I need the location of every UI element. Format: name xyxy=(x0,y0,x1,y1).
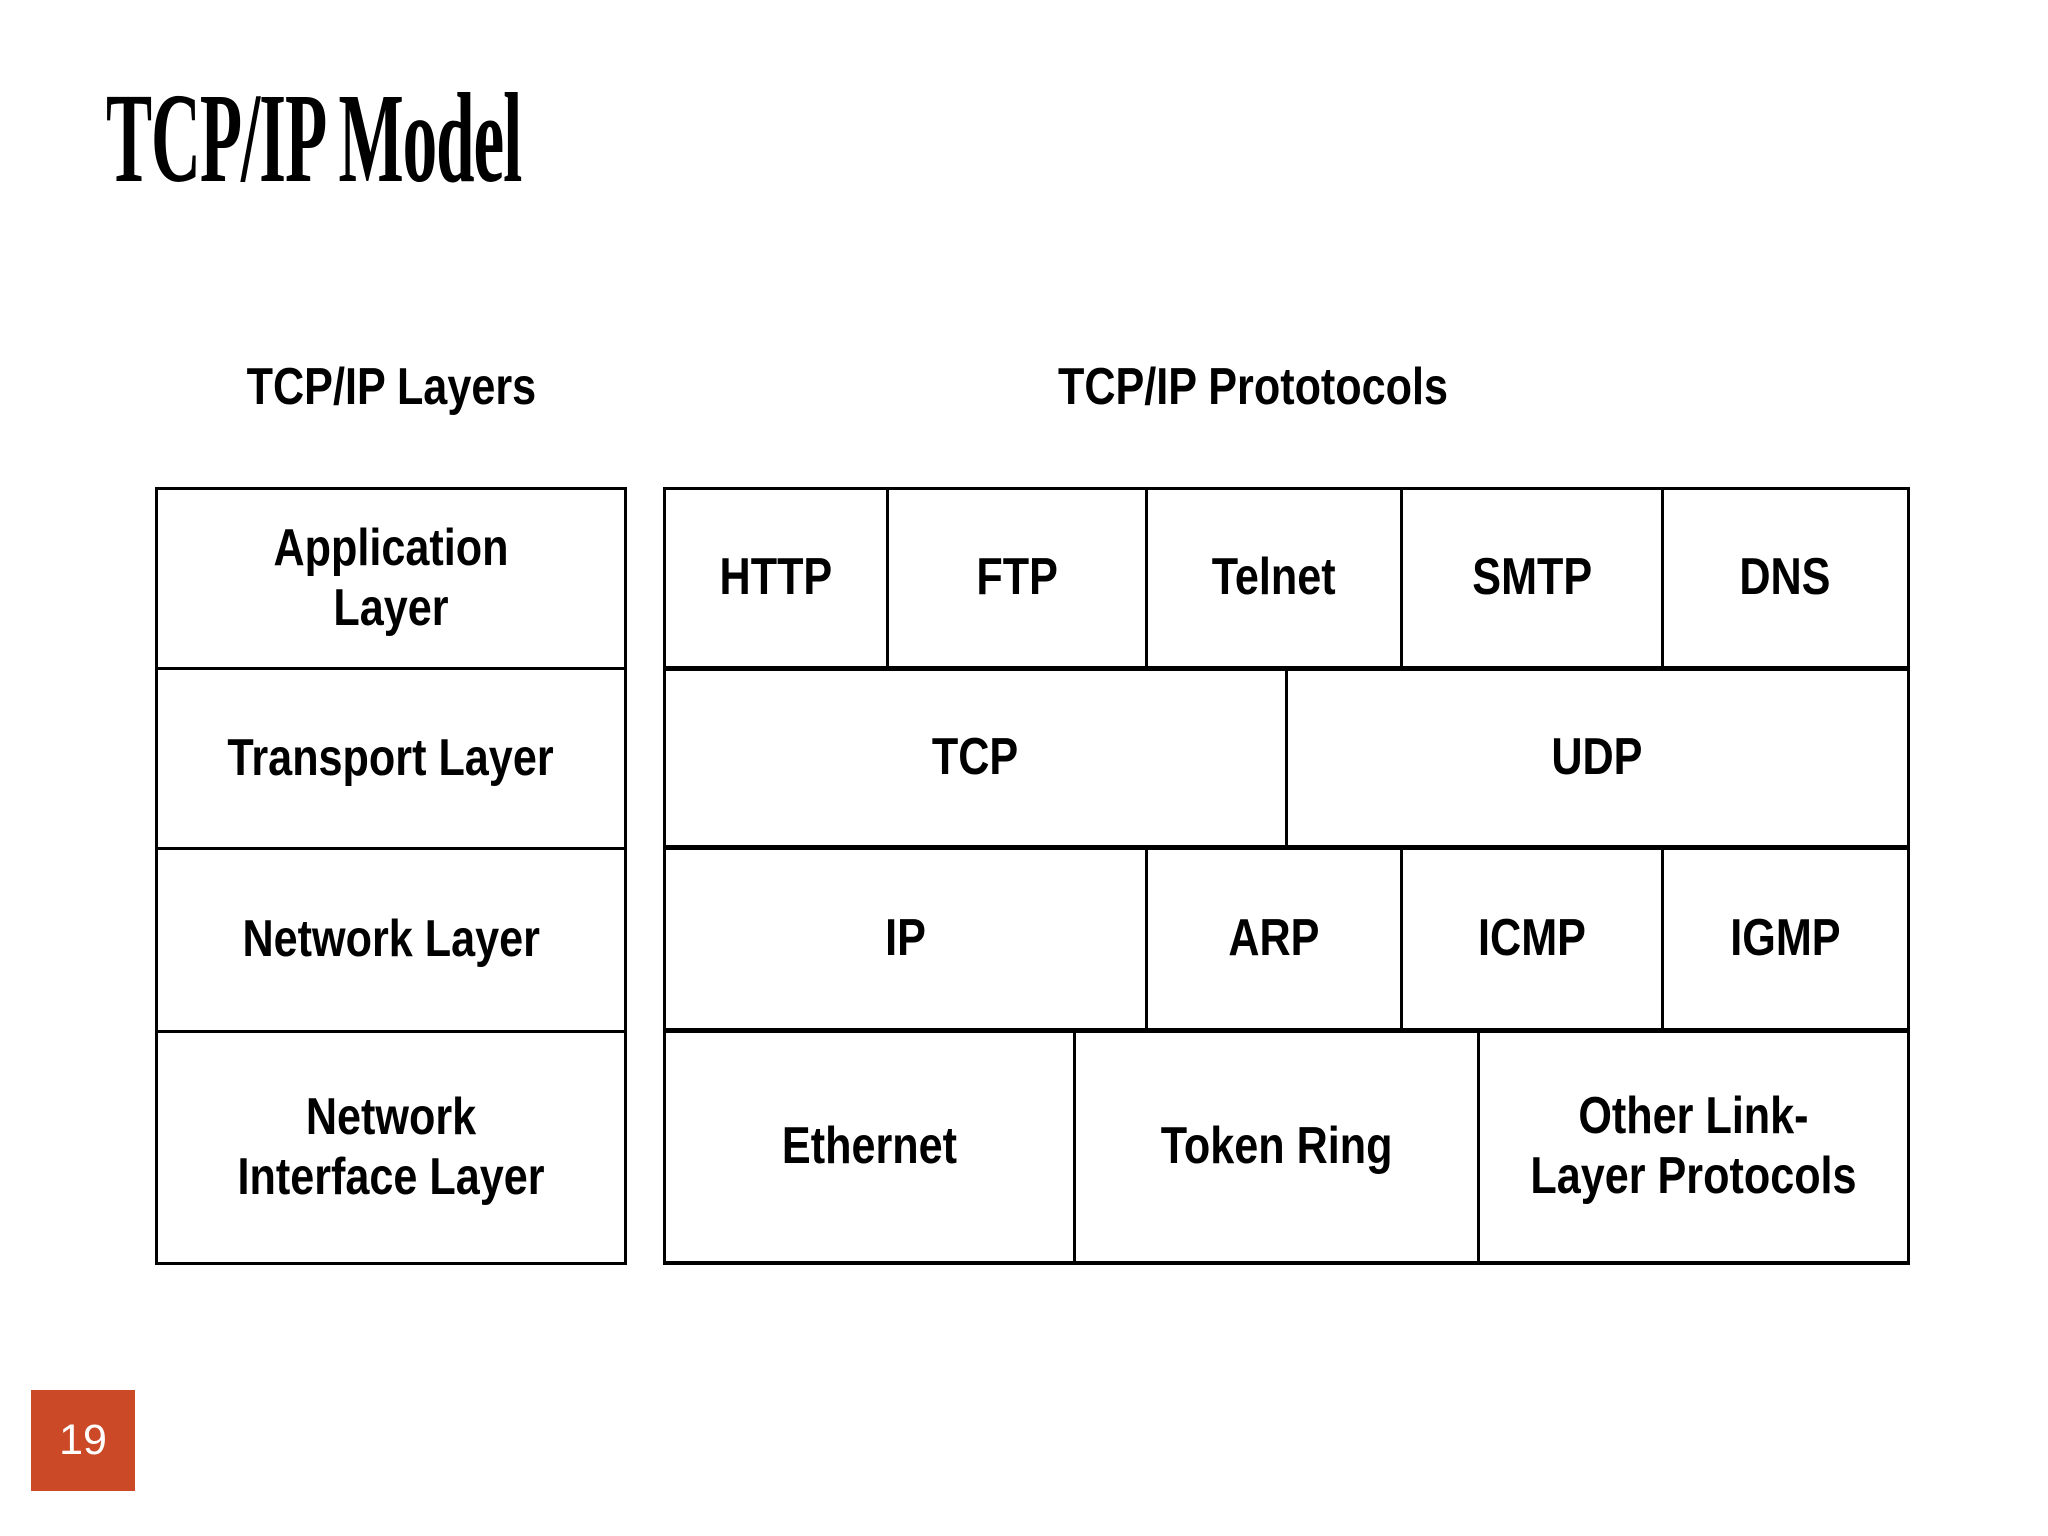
protocol-label: ICMP xyxy=(1477,909,1586,968)
slide-title-text: TCP/IP Model xyxy=(106,67,522,209)
protocol-label: Telnet xyxy=(1211,548,1336,607)
protocol-cell-ip: IP xyxy=(666,850,1148,1028)
protocols-section-header-text: TCP/IP Prototocols xyxy=(1057,358,1449,416)
protocol-label: FTP xyxy=(976,548,1058,607)
protocol-label: ARP xyxy=(1228,909,1320,968)
protocol-label: Ethernet xyxy=(781,1117,957,1176)
protocol-label: DNS xyxy=(1739,548,1831,607)
protocol-cell-smtp: SMTP xyxy=(1403,490,1664,666)
protocol-label: IP xyxy=(884,909,926,968)
protocols-row-transport: TCP UDP xyxy=(666,671,1907,850)
layer-row-application: Application Layer xyxy=(158,490,624,670)
layer-label: Network Interface Layer xyxy=(237,1087,545,1206)
protocol-cell-arp: ARP xyxy=(1148,850,1404,1028)
protocol-label: Token Ring xyxy=(1160,1117,1393,1176)
protocols-row-link: Ethernet Token Ring Other Link-Layer Pro… xyxy=(666,1033,1907,1261)
protocols-section-header: TCP/IP Prototocols xyxy=(663,358,1843,416)
tcpip-layers-table: Application Layer Transport Layer Networ… xyxy=(155,487,627,1265)
protocol-cell-ftp: FTP xyxy=(889,490,1148,666)
protocol-cell-http: HTTP xyxy=(666,490,890,666)
slide-title: TCP/IP Model xyxy=(106,67,875,209)
protocols-row-application: HTTP FTP Telnet SMTP DNS xyxy=(666,490,1907,671)
protocol-cell-telnet: Telnet xyxy=(1148,490,1404,666)
page-number: 19 xyxy=(59,1416,107,1464)
layer-label: Transport Layer xyxy=(227,728,555,787)
layer-label: Network Layer xyxy=(242,910,540,969)
protocol-cell-ethernet: Ethernet xyxy=(666,1033,1076,1261)
protocol-label: UDP xyxy=(1551,728,1643,787)
protocols-row-network: IP ARP ICMP IGMP xyxy=(666,850,1907,1033)
layer-row-transport: Transport Layer xyxy=(158,670,624,850)
protocol-cell-dns: DNS xyxy=(1664,490,1907,666)
protocol-label: HTTP xyxy=(719,548,833,607)
protocol-cell-token-ring: Token Ring xyxy=(1076,1033,1481,1261)
protocol-cell-igmp: IGMP xyxy=(1664,850,1907,1028)
layers-section-header: TCP/IP Layers xyxy=(155,358,627,416)
page-number-badge: 19 xyxy=(31,1390,135,1491)
protocol-cell-udp: UDP xyxy=(1288,671,1907,845)
layer-label: Application Layer xyxy=(273,518,509,637)
layer-row-network-interface: Network Interface Layer xyxy=(158,1033,624,1262)
layers-section-header-text: TCP/IP Layers xyxy=(246,358,536,416)
protocol-cell-other-link-layer: Other Link-Layer Protocols xyxy=(1480,1033,1907,1261)
protocol-label: TCP xyxy=(932,728,1019,787)
protocol-label: SMTP xyxy=(1471,548,1592,607)
protocol-label: IGMP xyxy=(1730,909,1841,968)
protocol-label: Other Link-Layer Protocols xyxy=(1530,1087,1857,1205)
layer-row-network: Network Layer xyxy=(158,850,624,1033)
protocol-cell-tcp: TCP xyxy=(666,671,1288,845)
tcpip-protocols-grid: HTTP FTP Telnet SMTP DNS TCP UDP xyxy=(663,487,1910,1265)
protocol-cell-icmp: ICMP xyxy=(1403,850,1664,1028)
